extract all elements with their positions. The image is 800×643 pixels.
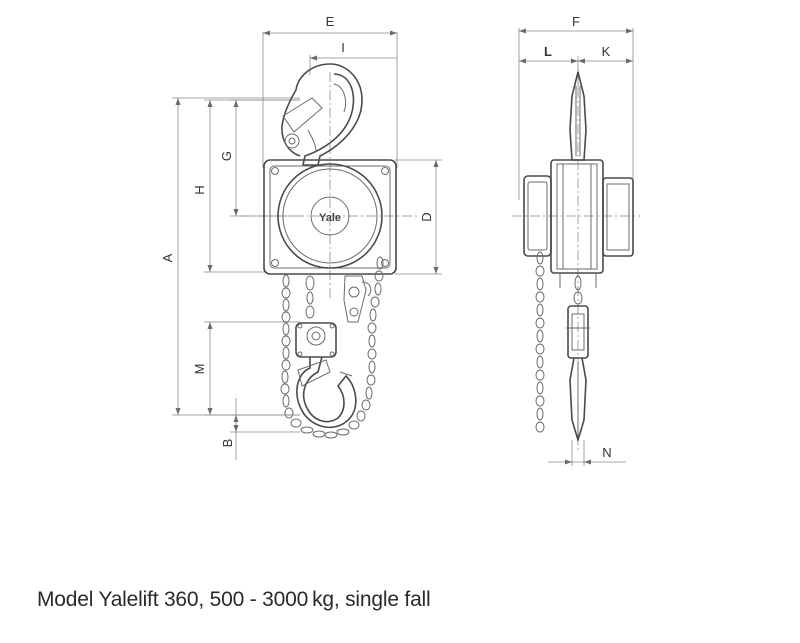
dimension-label-g: G [219,151,234,161]
dimension-label-f: F [572,14,580,29]
hand-chain-side [535,251,545,433]
dimension-label-i: I [341,40,345,55]
hoist-body: Yale [263,159,397,275]
dimension-b: B [220,398,300,460]
chain-anchor [343,275,372,323]
bottom-block [295,322,337,358]
dimension-g: G [219,99,300,217]
dimension-f: F [518,14,634,200]
hoist-body-side [523,159,634,288]
dimension-label-a: A [160,253,175,262]
bottom-block-side [566,275,590,443]
dimension-label-l: L [544,44,552,59]
dimension-label-e: E [326,14,335,29]
load-chain [305,275,315,319]
dimension-i: I [309,40,397,75]
dimension-label-d: D [419,212,434,221]
front-view: E I A H [160,14,442,460]
bottom-hook [296,356,357,429]
top-hook [281,63,363,166]
dimension-m: M [192,321,300,416]
dimension-label-n: N [602,445,611,460]
yale-logo: Yale [319,212,341,224]
hand-chain-left [280,274,360,439]
dimension-label-k: K [602,44,611,59]
figure-caption: Model Yalelift 360, 500 - 3000 kg, singl… [37,588,431,611]
side-view: F L K N [512,14,640,466]
dimension-label-h: H [192,185,207,194]
dimension-label-b: B [220,439,235,448]
dimension-d: D [395,159,442,275]
dimension-n: N [548,440,626,466]
hand-chain-right [356,256,384,422]
dimension-label-m: M [192,364,207,375]
dimension-h: H [192,99,300,273]
dimension-a: A [160,97,300,416]
